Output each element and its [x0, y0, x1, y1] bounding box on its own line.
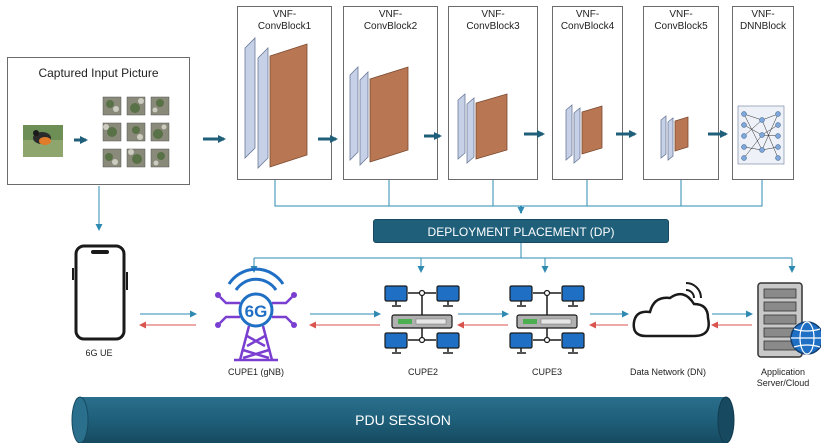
smartphone-icon [72, 244, 128, 341]
convblock3-layers [457, 93, 508, 164]
cupe1-label: CUPE1 (gNB) [227, 367, 284, 377]
cupe2-label: CUPE2 [407, 367, 438, 377]
captured-input-title: Captured Input Picture [38, 66, 159, 80]
ue-label: 6G UE [85, 348, 113, 358]
vnf-convblock3-title: VNF- ConvBlock3 [466, 9, 520, 32]
vnf-convblock5-title: VNF- ConvBlock5 [654, 9, 708, 32]
image-patches-grid [102, 96, 170, 168]
convblock5-layers [660, 115, 689, 161]
dn-label: Data Network (DN) [629, 367, 706, 377]
cupe3-label: CUPE3 [531, 367, 562, 377]
vnf-convblock1-title: VNF- ConvBlock1 [257, 9, 312, 32]
server-icon [757, 282, 821, 358]
cloud-icon [632, 282, 710, 338]
vnf-dnnblock-title: VNF- DNNBlock [739, 9, 787, 32]
dp-distribution-lines [254, 243, 792, 259]
cupe2-switch-icon [384, 285, 460, 354]
cupe3-switch-icon [509, 285, 585, 354]
pdu-session-label: PDU SESSION [355, 412, 451, 428]
convblock4-layers [565, 104, 603, 164]
vnf-convblock2-title: VNF- ConvBlock2 [363, 9, 418, 32]
6g-tower-icon: 6G [215, 267, 297, 362]
vnf-to-dp-connector [274, 180, 763, 207]
captured-input-box: Captured Input Picture [7, 57, 190, 185]
vnf-convblock4-title: VNF- ConvBlock4 [560, 9, 615, 32]
deployment-placement-bar: DEPLOYMENT PLACEMENT (DP) [373, 219, 669, 243]
server-label: Application Server/Cloud [756, 367, 810, 388]
pdu-session-tube [71, 396, 735, 443]
convblock1-layers [244, 37, 308, 169]
vnf-convblock5-box: VNF- ConvBlock5 [643, 6, 719, 180]
bird-photo [23, 125, 63, 157]
dnn-network-icon [737, 105, 785, 165]
convblock2-layers [349, 66, 409, 166]
6g-icon-text: 6G [245, 302, 268, 321]
